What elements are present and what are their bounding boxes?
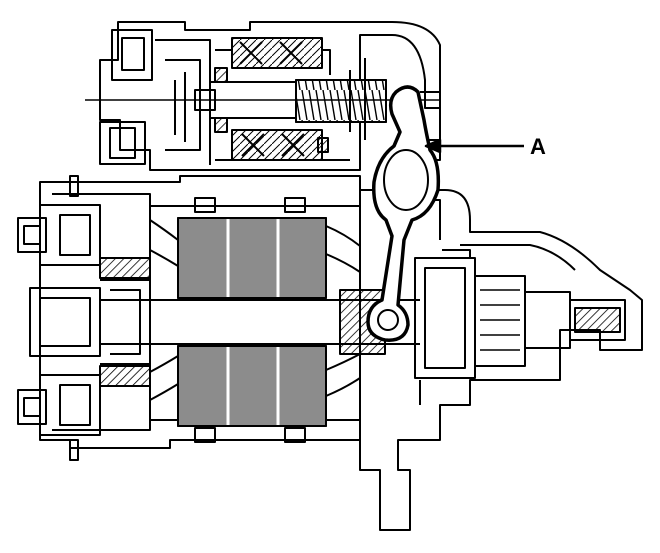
drive-lever (366, 85, 441, 342)
end-frame-brush-holder (17, 175, 151, 461)
armature-core (149, 217, 361, 427)
callout-a-leader (424, 138, 524, 154)
pinion-clutch (414, 249, 626, 405)
callout-a-label: A (530, 134, 546, 159)
solenoid-assembly (85, 21, 441, 171)
